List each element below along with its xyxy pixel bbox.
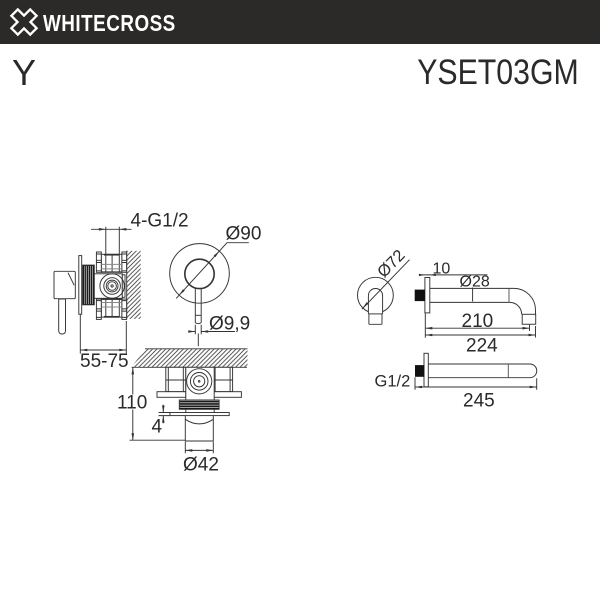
svg-text:210: 210	[462, 311, 494, 332]
svg-text:G1/2: G1/2	[375, 373, 411, 391]
svg-text:Ø42: Ø42	[183, 455, 219, 476]
svg-text:4-G1/2: 4-G1/2	[131, 211, 189, 232]
svg-text:10: 10	[433, 261, 451, 278]
svg-text:Ø72: Ø72	[374, 246, 409, 281]
svg-text:55-75: 55-75	[80, 351, 129, 372]
svg-text:Ø9,9: Ø9,9	[209, 314, 250, 335]
svg-text:Ø28: Ø28	[460, 274, 490, 291]
svg-text:4: 4	[152, 417, 163, 438]
svg-text:245: 245	[463, 391, 495, 412]
svg-text:224: 224	[466, 336, 498, 357]
svg-text:110: 110	[117, 393, 147, 414]
svg-text:Ø90: Ø90	[226, 224, 262, 245]
